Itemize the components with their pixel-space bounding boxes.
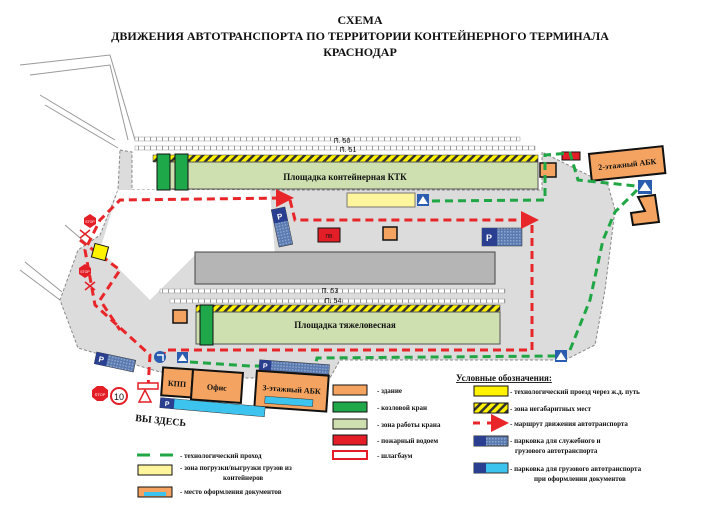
- title-line-3: КРАСНОДАР: [323, 45, 397, 59]
- heavy-platform: [195, 311, 501, 345]
- track-54-label: П. 54: [325, 298, 342, 305]
- warehouse: [194, 251, 496, 285]
- loading-zone: [346, 192, 416, 208]
- parking-p-label: P: [486, 233, 492, 243]
- svg-text:STOP: STOP: [95, 392, 106, 397]
- legend-loading-zone: - зона погрузки/выгрузки грузов из: [180, 464, 292, 472]
- heavy-platform-label: Площадка тяжеловесная: [294, 320, 396, 330]
- legend-tech-passage: - технологический проход: [180, 452, 262, 460]
- building-abk-2: 2-этажный АБК: [587, 145, 667, 182]
- pedestrian-crossing-icon: [417, 194, 429, 206]
- container-platform-label: Площадка контейнерная КТК: [283, 172, 407, 182]
- tracks-middle: П. 53 П. 54: [159, 288, 506, 305]
- office-label: Офис: [207, 382, 228, 392]
- tracks-top: П. 50 П. 51: [134, 136, 536, 154]
- parking-service: P: [93, 351, 137, 373]
- track-51-label: П. 51: [340, 147, 357, 154]
- stop-sign-icon: STOP: [92, 386, 108, 401]
- railroad-crossing-icon: [79, 229, 96, 291]
- rail-crossing: [90, 242, 110, 262]
- legend-fire-pond: - пожарный водоем: [377, 437, 438, 445]
- oversize-zone-ktk: [152, 154, 539, 163]
- track-53-label: П. 53: [322, 288, 339, 295]
- legend-rail-crossing: - технологический проезд через ж.д. путь: [510, 388, 640, 396]
- parking-p-block: [258, 359, 272, 371]
- parking-p-label: P: [276, 212, 284, 222]
- speed-limit-sign-icon: 10: [110, 387, 128, 405]
- kpp-label: КПП: [168, 379, 188, 389]
- pedestrian-crossing-icon: [638, 180, 652, 194]
- building: [172, 309, 188, 324]
- pedestrian-crossing-icon: [555, 350, 567, 362]
- parking-docs: P: [159, 397, 266, 418]
- legend-crane-zone: - зона работы крана: [377, 421, 441, 429]
- technological-passage: [189, 151, 639, 368]
- legend-docs-place: - место оформления документов: [180, 488, 282, 496]
- svg-text:STOP: STOP: [80, 270, 90, 274]
- gantry-crane: [156, 153, 171, 191]
- legend-route: - маршрут движения автотранспорта: [510, 420, 628, 428]
- building: [539, 162, 557, 178]
- building-office: [189, 368, 245, 404]
- fire-pond-label: ПВ: [326, 234, 334, 240]
- svg-text:STOP: STOP: [85, 220, 95, 224]
- barrier: [137, 382, 159, 390]
- parking-service: P: [270, 206, 294, 248]
- building: [382, 226, 398, 241]
- gantry-crane: [174, 153, 189, 191]
- warning-sign-icon: [137, 388, 153, 403]
- stop-sign-icon: STOP: [79, 264, 91, 278]
- pedestrian-crossing-icon: [177, 352, 188, 363]
- legend-swatch-barrier: [332, 450, 368, 460]
- legend-parking-service: - парковка для служебного и: [510, 437, 601, 445]
- legend-swatch-fire-pond: [332, 434, 368, 446]
- fire-pond: [317, 227, 341, 243]
- track-50-label: П. 50: [334, 138, 351, 145]
- abk-3-label: 3-этажный АБК: [262, 383, 321, 396]
- legend-parking-docs: - парковка для грузового автотранспорта: [510, 465, 642, 473]
- legend-title: Условные обозначения:: [456, 373, 552, 383]
- svg-text:10: 10: [114, 392, 124, 402]
- legend-swatch-rail-crossing: [473, 385, 509, 397]
- legend-loading-zone-2: контейнеров: [223, 474, 263, 482]
- non-territory-area: [100, 190, 275, 300]
- legend-swatch-building: [332, 384, 368, 396]
- legend-swatch-loading-zone: [137, 464, 173, 476]
- legend-parking-service-2: грузового автотранспорта: [515, 447, 598, 455]
- parking-p-label: P: [263, 363, 268, 370]
- turn-left-sign-icon: [154, 351, 166, 363]
- title-line-1: СХЕМА: [337, 13, 382, 27]
- railway-spurs: [19, 54, 136, 301]
- parking-service: P: [481, 227, 523, 247]
- parking-p-label: P: [98, 355, 106, 365]
- oversize-zone-heavy: [195, 304, 501, 313]
- you-are-here-label: ВЫ ЗДЕСЬ: [135, 413, 187, 429]
- parking-p-label: P: [164, 401, 170, 408]
- legend-barrier: - шлагбаум: [377, 452, 413, 460]
- legend-oversize: - зона негабаритных мест: [510, 405, 592, 413]
- legend-crane: - козловой кран: [377, 404, 427, 412]
- legend-swatch-crane-zone: [332, 418, 368, 430]
- legend: Условные обозначения: - здание - козлово…: [137, 373, 642, 498]
- legend-swatch-crane: [332, 401, 368, 413]
- legend-building: - здание: [377, 387, 402, 395]
- gantry-crane: [199, 304, 214, 346]
- title-line-2: ДВИЖЕНИЯ АВТОТРАНСПОРТА ПО ТЕРРИТОРИИ КО…: [111, 29, 609, 43]
- legend-parking-docs-2: при оформлении документов: [534, 475, 626, 483]
- docs-place-strip: [264, 396, 314, 407]
- stop-sign-icon: STOP: [84, 214, 96, 228]
- building: [629, 193, 661, 227]
- legend-swatch-oversize: [473, 402, 509, 414]
